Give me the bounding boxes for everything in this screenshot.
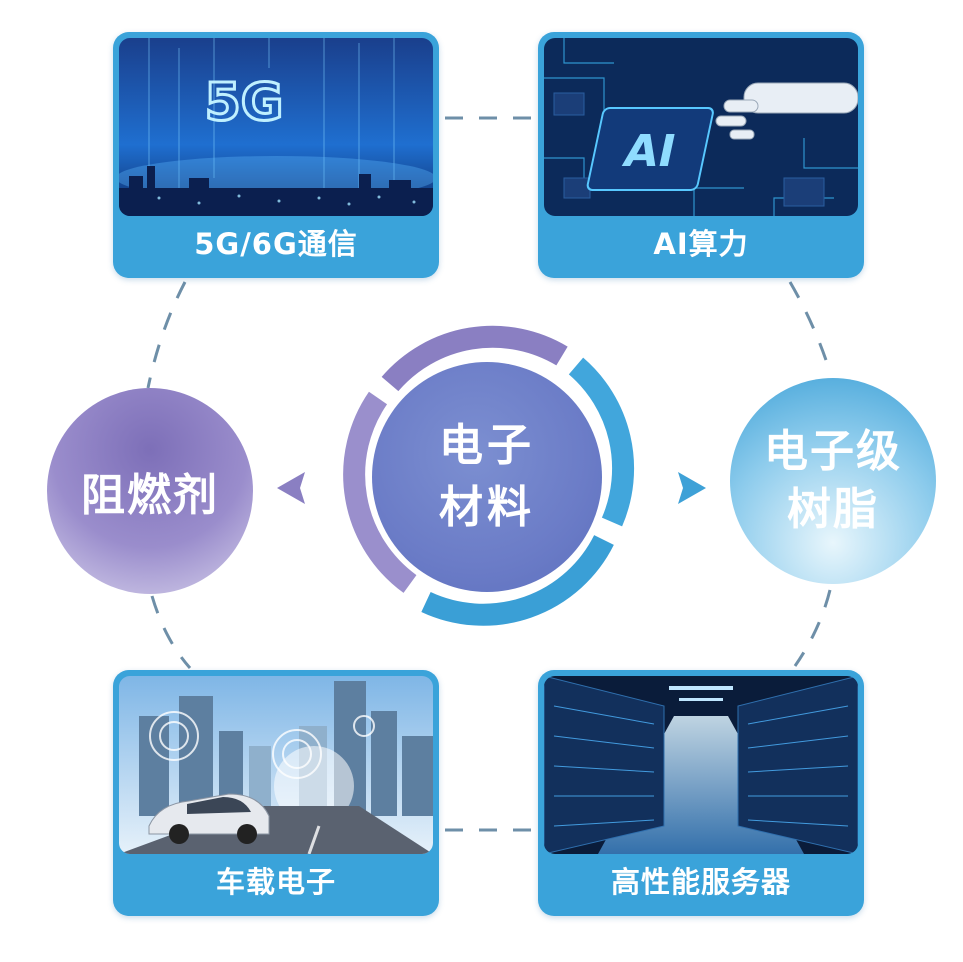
smart-car-image <box>119 676 433 854</box>
arrow-right-icon <box>678 472 706 504</box>
card-telecom: 5G 5G/6G通信 <box>113 32 439 278</box>
node-flame-retardant: 阻燃剂 <box>47 388 253 594</box>
resin-label-line2: 树脂 <box>787 484 879 535</box>
ring-arc-purple-left <box>343 391 417 593</box>
center-cycle-ring <box>343 325 635 626</box>
ai-chip-image: AI <box>544 38 858 216</box>
card-automotive: 车载电子 <box>113 670 439 916</box>
ring-arc-blue-bottom <box>421 534 614 626</box>
telecom-city-image: 5G <box>119 38 433 216</box>
ring-arc-blue-right <box>568 357 635 527</box>
dash-top-left <box>146 281 187 389</box>
dash-bottom-right <box>793 589 832 667</box>
resin-label-line1: 电子级 <box>764 426 902 477</box>
arrow-left-icon <box>277 472 305 504</box>
card-ai-compute: AI AI算力 <box>538 32 864 278</box>
ai-chip-text: AI <box>619 126 680 176</box>
card-server: 高性能服务器 <box>538 670 864 916</box>
flame-retardant-label: 阻燃剂 <box>81 470 219 521</box>
dash-bottom-left <box>150 595 192 669</box>
center-label-line2: 材料 <box>439 482 535 533</box>
5g-hologram-text: 5G <box>205 73 284 133</box>
card-label-server: 高性能服务器 <box>610 865 791 899</box>
card-label-automotive: 车载电子 <box>215 865 336 899</box>
data-center-image <box>544 676 858 854</box>
node-electronic-resin: 电子级 树脂 <box>730 378 936 584</box>
center-node-electronic-materials: 电子 材料 <box>372 362 602 592</box>
card-label-ai: AI算力 <box>653 227 749 261</box>
card-label-telecom: 5G/6G通信 <box>194 227 358 261</box>
dash-top-right <box>788 281 832 373</box>
ring-arc-purple-top <box>381 325 568 392</box>
center-label-line1: 电子 <box>439 420 535 471</box>
